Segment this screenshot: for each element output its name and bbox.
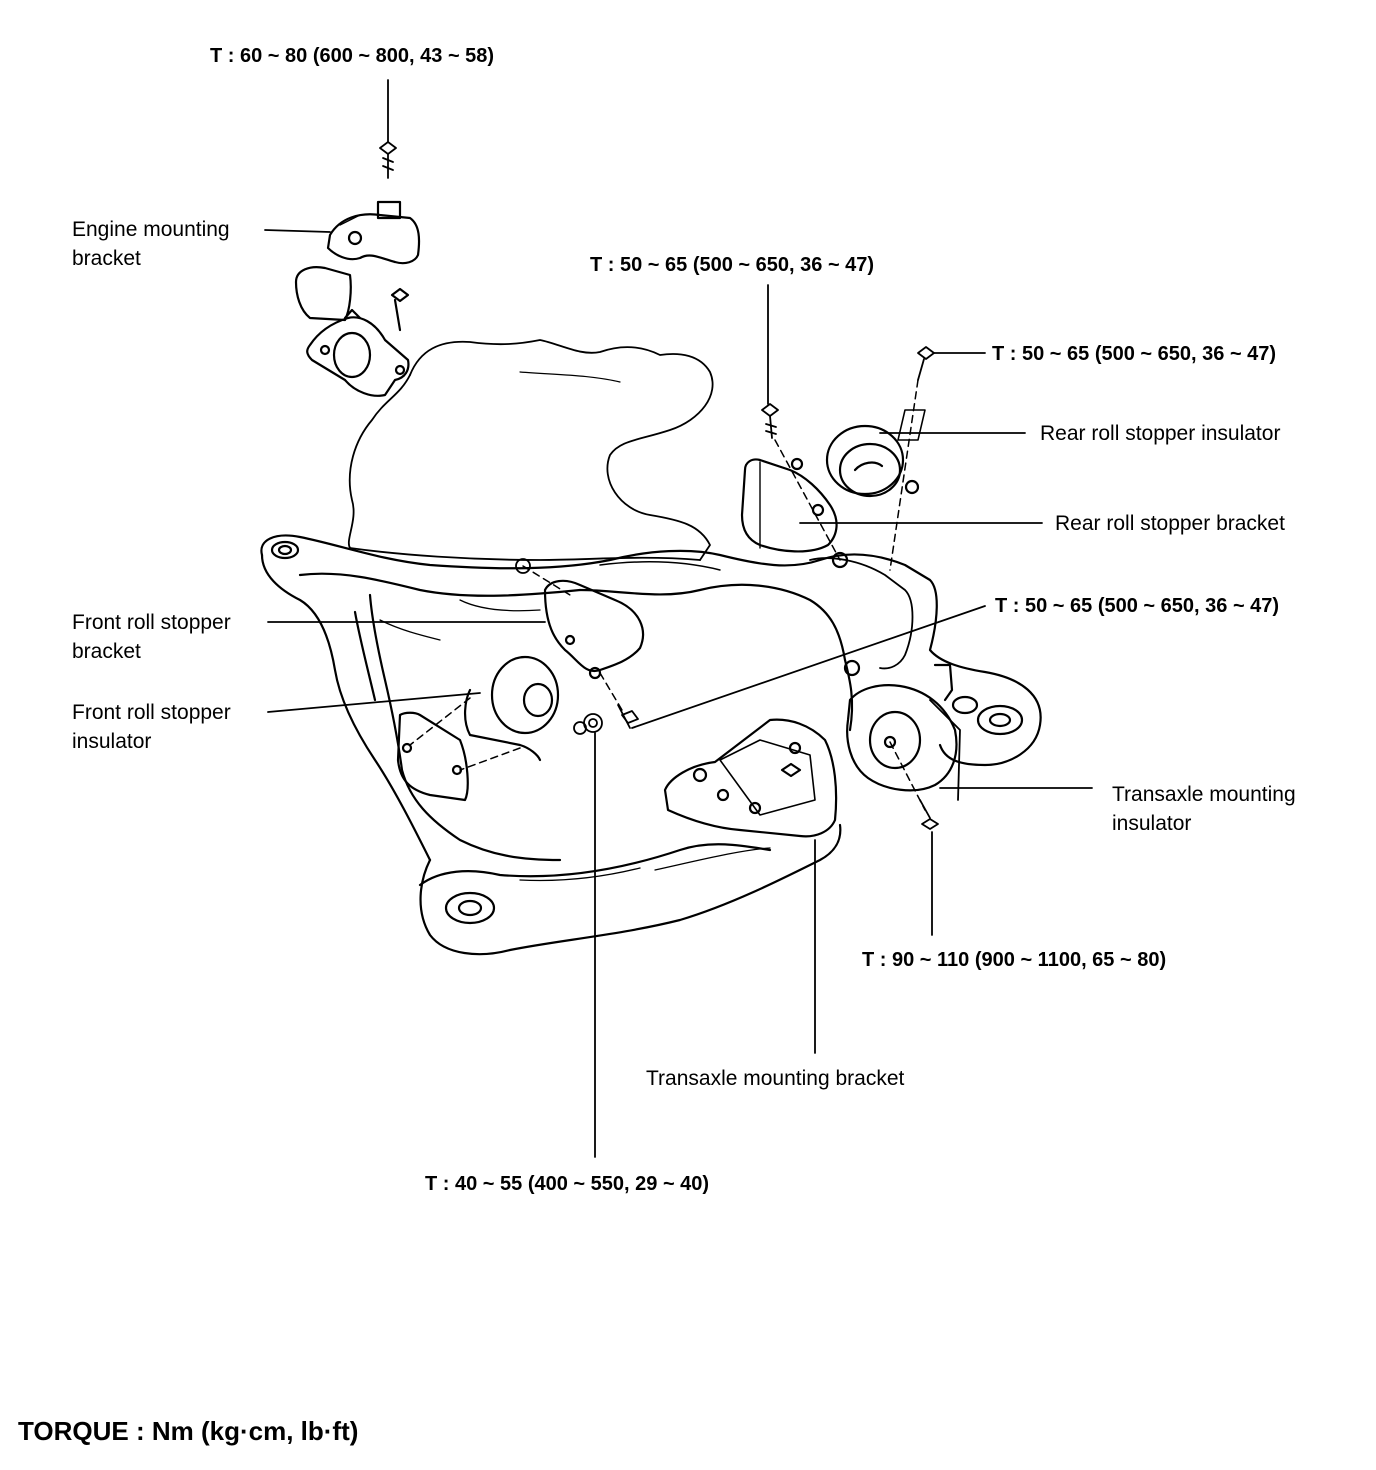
label-transaxle-mounting-insulator-line1: Transaxle mounting: [1112, 783, 1296, 806]
engine-block-outline: [347, 339, 714, 561]
torque-front-bracket-bolt: T : 40 ~ 55 (400 ~ 550, 29 ~ 40): [425, 1173, 710, 1195]
alignment-lines: [409, 379, 926, 811]
rear-roll-stopper-bracket: [740, 457, 838, 553]
transaxle-mounting-insulator: [846, 663, 961, 801]
leader-lines: [264, 79, 1093, 1158]
label-rear-roll-stopper-insulator: Rear roll stopper insulator: [1040, 422, 1281, 445]
label-front-roll-stopper-insulator-line1: Front roll stopper: [72, 701, 231, 724]
label-transaxle-mounting-insulator-line2: insulator: [1112, 812, 1192, 835]
torque-engine-bracket-bolt: T : 60 ~ 80 (600 ~ 800, 43 ~ 58): [210, 45, 495, 67]
torque-front-insulator-bolt: T : 50 ~ 65 (500 ~ 650, 36 ~ 47): [995, 595, 1280, 617]
label-front-roll-stopper-insulator-line2: insulator: [72, 730, 152, 753]
front-roll-stopper-bracket: [543, 579, 645, 680]
label-engine-mounting-bracket-line2: bracket: [72, 247, 141, 270]
front-roll-stopper-insulator: [396, 655, 560, 802]
torque-transaxle-insulator-bolt: T : 90 ~ 110 (900 ~ 1100, 65 ~ 80): [862, 949, 1167, 971]
label-front-roll-stopper-bracket-line2: bracket: [72, 640, 141, 663]
engine-mount-insulator: [294, 266, 410, 397]
torque-units-footer: TORQUE : Nm (kg·cm, lb·ft): [18, 1416, 359, 1446]
transaxle-mounting-bracket: [663, 718, 838, 838]
bolts: [379, 141, 939, 830]
label-engine-mounting-bracket-line1: Engine mounting: [72, 218, 230, 241]
label-transaxle-mounting-bracket: Transaxle mounting bracket: [646, 1067, 905, 1090]
torque-rear-bracket-bolt: T : 50 ~ 65 (500 ~ 650, 36 ~ 47): [590, 254, 875, 276]
engine-mounting-bracket: [326, 200, 421, 265]
subframe: [260, 534, 1042, 956]
torque-rear-insulator-bolt: T : 50 ~ 65 (500 ~ 650, 36 ~ 47): [992, 343, 1277, 365]
rear-roll-stopper-insulator: [825, 409, 926, 498]
label-rear-roll-stopper-bracket: Rear roll stopper bracket: [1055, 512, 1285, 535]
label-front-roll-stopper-bracket-line1: Front roll stopper: [72, 611, 231, 634]
